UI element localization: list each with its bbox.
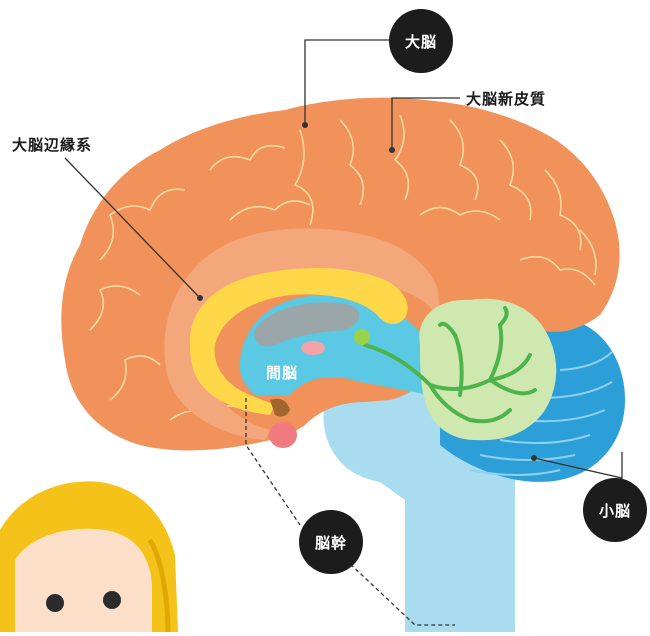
thalamus-dot bbox=[301, 341, 325, 355]
pineal-gland bbox=[354, 329, 370, 345]
marker-dot bbox=[531, 455, 537, 461]
diencephalon-label: 間脳 bbox=[266, 362, 298, 383]
pituitary bbox=[269, 422, 297, 448]
cartoon-character bbox=[0, 481, 178, 632]
cerebellum-badge: 小脳 bbox=[583, 478, 647, 542]
brainstem-badge: 脳幹 bbox=[299, 510, 363, 574]
marker-dot bbox=[197, 295, 203, 301]
cerebrum-badge: 大脳 bbox=[389, 9, 453, 73]
marker-dot bbox=[389, 147, 395, 153]
neocortex-label: 大脳新皮質 bbox=[466, 88, 546, 109]
cerebellum-label: 小脳 bbox=[599, 500, 631, 521]
limbic-system-label: 大脳辺縁系 bbox=[12, 134, 92, 155]
marker-dot bbox=[302, 122, 308, 128]
cerebrum-label: 大脳 bbox=[405, 31, 437, 52]
brainstem-label: 脳幹 bbox=[315, 532, 347, 553]
